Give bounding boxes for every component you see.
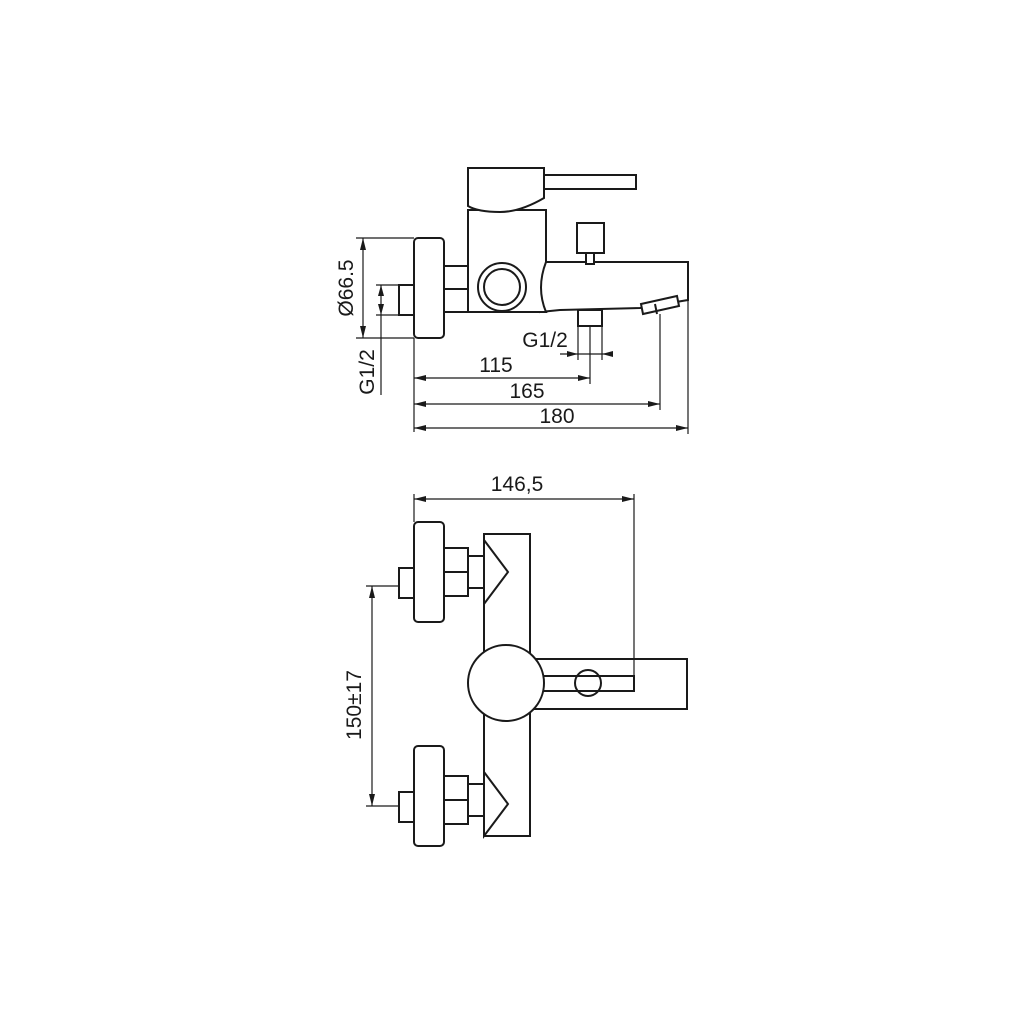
wall-inlet [398,284,415,316]
label-180: 180 [539,405,574,428]
label-146-5: 146,5 [491,473,544,496]
handle-lever [539,174,637,190]
aerator [639,294,681,316]
dim-115 [413,326,591,432]
dim-diameter [356,237,414,339]
wall-escutcheon [413,237,445,339]
dim-150 [366,585,399,807]
lower-inlet [398,791,415,823]
label-diameter: Ø66.5 [335,259,358,316]
lower-escutcheon [413,745,445,847]
upper-inlet [398,567,415,599]
side-view: Ø66.5 G1/2 G1/2 115 [335,167,689,434]
dim-180 [414,300,689,434]
dim-146-5 [413,494,635,691]
outlet-connector [577,309,603,327]
aerator-line [654,303,658,315]
label-115: 115 [479,354,512,377]
diverter-knob [576,222,605,254]
label-150: 150±17 [343,670,366,740]
label-165: 165 [509,380,544,403]
dim-outlet-thread [560,326,613,360]
dim-wall-thread [376,284,399,395]
label-outlet-thread: G1/2 [522,329,568,352]
body-dial-inner [483,268,521,306]
upper-escutcheon [413,521,445,623]
top-handle-cap [467,644,545,722]
top-diverter [574,669,602,697]
dim-165 [414,314,661,410]
label-wall-thread: G1/2 [356,349,379,395]
top-view: 146,5 150±17 [343,473,688,847]
upper-connector-stub [467,555,485,589]
handle-cap [467,167,545,214]
lower-connector-stub [467,783,485,817]
